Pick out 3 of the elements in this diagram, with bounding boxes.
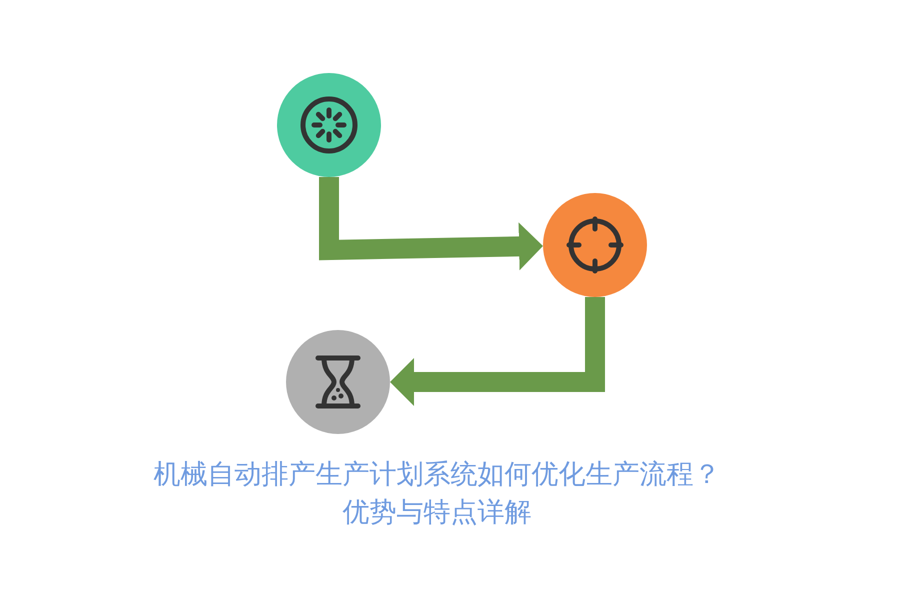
arrow: [390, 297, 605, 406]
arrow: [319, 177, 543, 270]
title: 机械自动排产生产计划系统如何优化生产流程？优势与特点详解: [152, 458, 722, 530]
